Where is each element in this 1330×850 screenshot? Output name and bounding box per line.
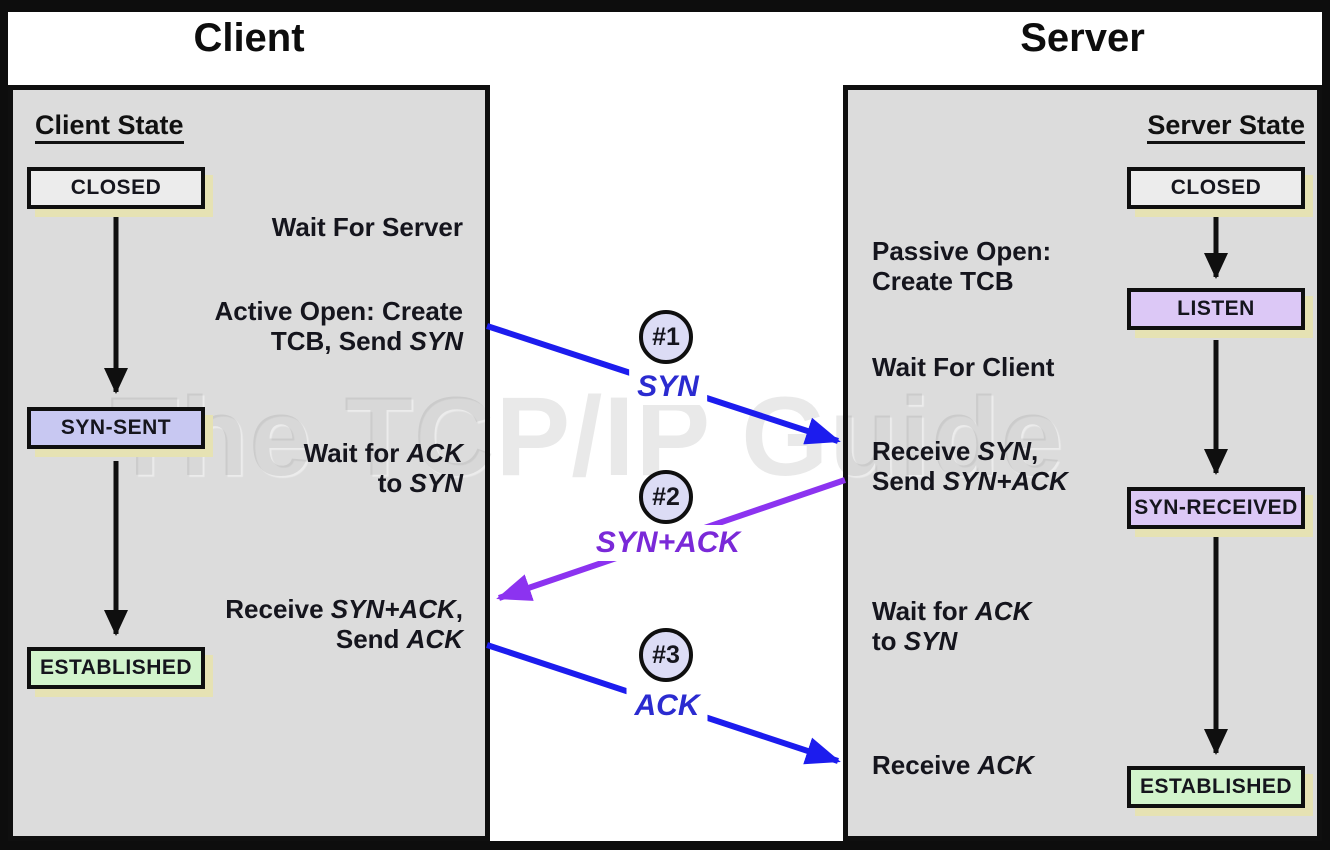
state-box-client-syn-sent: SYN-SENT <box>27 407 205 449</box>
server-state-heading: Server State <box>1127 110 1305 144</box>
server-annotation-receive-syn: Receive SYN,Send SYN+ACK <box>872 436 1068 496</box>
message-2-label-syn-ack: SYN+ACK <box>587 525 749 561</box>
message-1-label-syn: SYN <box>629 369 707 405</box>
client-annotation-wait-for-server: Wait For Server <box>271 212 463 242</box>
client-panel-border <box>8 85 490 841</box>
client-title: Client <box>193 16 305 60</box>
state-box-server-syn-received: SYN-RECEIVED <box>1127 487 1305 529</box>
server-annotation-passive-open: Passive Open:Create TCB <box>872 236 1052 296</box>
message-3-label-ack: ACK <box>626 688 708 724</box>
server-title: Server <box>1020 16 1145 60</box>
state-box-server-listen: LISTEN <box>1127 288 1305 330</box>
client-annotation-receive-syn-ack: Receive SYN+ACK,Send ACK <box>225 594 463 654</box>
message-1-number-badge: #1 <box>639 310 693 364</box>
server-panel-border <box>843 85 1322 841</box>
state-box-client-closed: CLOSED <box>27 167 205 209</box>
message-2-number-badge: #2 <box>639 470 693 524</box>
state-box-server-established: ESTABLISHED <box>1127 766 1305 808</box>
state-box-client-established: ESTABLISHED <box>27 647 205 689</box>
server-annotation-receive-ack: Receive ACK <box>872 750 1034 780</box>
server-annotation-wait-for-client: Wait For Client <box>872 352 1055 382</box>
message-3-number-badge: #3 <box>639 628 693 682</box>
client-state-heading: Client State <box>35 110 184 144</box>
client-panel <box>8 85 490 841</box>
server-panel <box>843 85 1322 841</box>
state-box-server-closed: CLOSED <box>1127 167 1305 209</box>
